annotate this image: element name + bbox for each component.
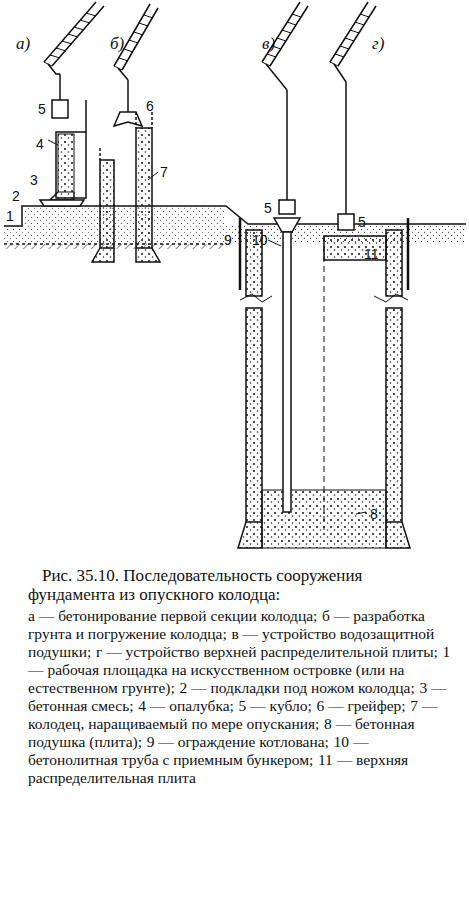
key-entry: г — устройство верхней распределительной… bbox=[96, 643, 438, 660]
callout-number: 11 bbox=[364, 246, 379, 262]
caisson-illustration bbox=[0, 0, 469, 560]
key-entry: а — бетонирование первой секции колодца; bbox=[28, 607, 317, 624]
callout-number: 4 bbox=[36, 136, 44, 152]
panel-letter: б) bbox=[110, 34, 124, 54]
panel-letter: в) bbox=[262, 34, 275, 54]
callout-number: 1 bbox=[6, 208, 14, 224]
callout-number: 9 bbox=[224, 232, 232, 248]
panel-letter: г) bbox=[372, 34, 384, 54]
line-work bbox=[4, 2, 466, 548]
callout-number: 3 bbox=[30, 172, 38, 188]
figure-caption: Рис. 35.10. Последовательность сооружени… bbox=[28, 566, 453, 604]
caption-block: Рис. 35.10. Последовательность сооружени… bbox=[28, 566, 453, 787]
callout-number: 5 bbox=[264, 200, 272, 216]
key-entry: 5 — кубло; bbox=[239, 697, 312, 714]
callout-number: 8 bbox=[370, 506, 378, 522]
legend-list: а — бетонирование первой секции колодца;… bbox=[28, 607, 453, 787]
panel-letter: а) bbox=[16, 34, 30, 54]
callout-number: 5 bbox=[358, 214, 366, 230]
callout-number: 10 bbox=[252, 232, 268, 248]
key-entry: 9 — ограждение котлована; bbox=[147, 733, 329, 750]
key-entry: 6 — грейфер; bbox=[316, 697, 405, 714]
callout-number: 2 bbox=[12, 188, 20, 204]
callout-number: 6 bbox=[146, 98, 154, 114]
callout-number: 5 bbox=[38, 101, 46, 117]
key-entry: 4 — опалубка; bbox=[138, 697, 234, 714]
callout-number: 7 bbox=[160, 164, 168, 180]
key-entry: 2 — подкладки под ножом колодца; bbox=[179, 679, 414, 696]
